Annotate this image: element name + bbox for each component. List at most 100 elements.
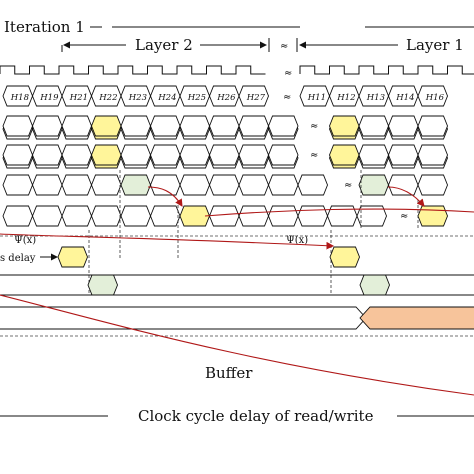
psi-cell-left [57, 246, 88, 268]
data-cell [2, 174, 33, 196]
data-cell [61, 115, 92, 137]
data-cell [238, 144, 269, 166]
psi-cell-right [329, 246, 360, 268]
delay-label: s delay [0, 253, 36, 264]
red-curve-psi [0, 233, 335, 250]
data-cell [388, 144, 419, 166]
break-mark: ≈ [344, 180, 352, 191]
break-mark: ≈ [310, 121, 318, 132]
data-cell [329, 115, 360, 137]
data-cell [417, 115, 448, 137]
break-mark: ≈ [283, 92, 291, 103]
data-cell [32, 205, 63, 227]
data-cell [417, 144, 448, 166]
data-cell [388, 174, 419, 196]
address-cell-label: H26 [216, 93, 236, 103]
address-cell-label: H25 [187, 93, 206, 103]
bottom-caption: Clock cycle delay of read/write [138, 407, 374, 425]
data-cell [179, 115, 210, 137]
data-cell [417, 174, 448, 196]
data-cell [150, 144, 181, 166]
address-cell-label: H13 [366, 93, 385, 103]
buffer-label: Buffer [205, 364, 253, 382]
data-cell [2, 205, 33, 227]
data-cell [329, 144, 360, 166]
lower-bus-rows [0, 246, 474, 330]
red-curve-row3-right [387, 186, 425, 207]
data-cell [209, 144, 240, 166]
buffer-bus-empty [0, 306, 367, 330]
data-cell [2, 115, 33, 137]
data-cell [2, 144, 33, 166]
break-mark: ≈ [284, 68, 292, 79]
data-cell [388, 115, 419, 137]
green-cell-right [359, 274, 390, 296]
break-mark: ≈ [400, 211, 408, 222]
red-curve-row4 [204, 208, 474, 217]
buffer-bus-filled [359, 306, 474, 330]
data-cell [358, 174, 389, 196]
data-cell [32, 174, 63, 196]
data-cell [120, 115, 151, 137]
data-cell [150, 115, 181, 137]
address-cell-label: H23 [128, 93, 147, 103]
address-cell-label: H14 [395, 93, 414, 103]
data-cell [150, 174, 181, 196]
address-cell-label: H24 [157, 93, 176, 103]
data-cell [91, 144, 122, 166]
layer1-label: Layer 1 [406, 36, 464, 54]
address-cell-label: H12 [336, 93, 355, 103]
clock-signal [0, 65, 474, 75]
data-cell [61, 205, 92, 227]
data-cell [268, 174, 299, 196]
data-cell [238, 174, 269, 196]
break-mark: ≈ [280, 41, 288, 52]
data-cell [61, 174, 92, 196]
data-cell [91, 205, 122, 227]
data-cell [91, 115, 122, 137]
data-cell [150, 205, 181, 227]
psi-label-left: Ψ(x) [14, 235, 36, 246]
address-cell [238, 85, 269, 107]
address-cell-label: H18 [10, 93, 30, 103]
layer2-label: Layer 2 [135, 36, 193, 54]
address-cell-label: H27 [246, 93, 266, 103]
data-cell [209, 205, 240, 227]
data-cell [417, 205, 448, 227]
clock-wave [299, 65, 474, 75]
data-cell [120, 205, 151, 227]
data-cell [358, 115, 389, 137]
psi-label-right: Ψ(x) [286, 235, 308, 246]
data-cell [238, 205, 269, 227]
address-cell-label: H16 [425, 93, 445, 103]
data-cell [268, 144, 299, 166]
data-cell [209, 115, 240, 137]
address-cell-label: H19 [39, 93, 59, 103]
data-cell [297, 174, 328, 196]
break-mark: ≈ [310, 150, 318, 161]
data-cell [209, 174, 240, 196]
data-cell [238, 115, 269, 137]
data-cell [358, 144, 389, 166]
address-cell [417, 85, 448, 107]
address-row: H18 H19 H21 H22 H23 H24 H25 H26 H27 H11 H12 H13 H14 H… [2, 85, 448, 107]
data-rows [2, 115, 448, 227]
data-cell [32, 144, 63, 166]
data-cell [61, 144, 92, 166]
clock-wave [0, 65, 266, 75]
data-cell [297, 205, 328, 227]
address-cell-label: H11 [307, 93, 326, 103]
data-cell [120, 144, 151, 166]
red-curve-buffer [0, 294, 474, 396]
address-cell-label: H21 [69, 93, 88, 103]
data-cell [91, 174, 122, 196]
green-cell-left [87, 274, 118, 296]
address-cell-label: H22 [98, 93, 117, 103]
data-cell [268, 205, 299, 227]
data-cell [32, 115, 63, 137]
data-cell [179, 174, 210, 196]
data-cell [120, 174, 151, 196]
red-curve-row3 [147, 186, 183, 207]
data-cell [268, 115, 299, 137]
